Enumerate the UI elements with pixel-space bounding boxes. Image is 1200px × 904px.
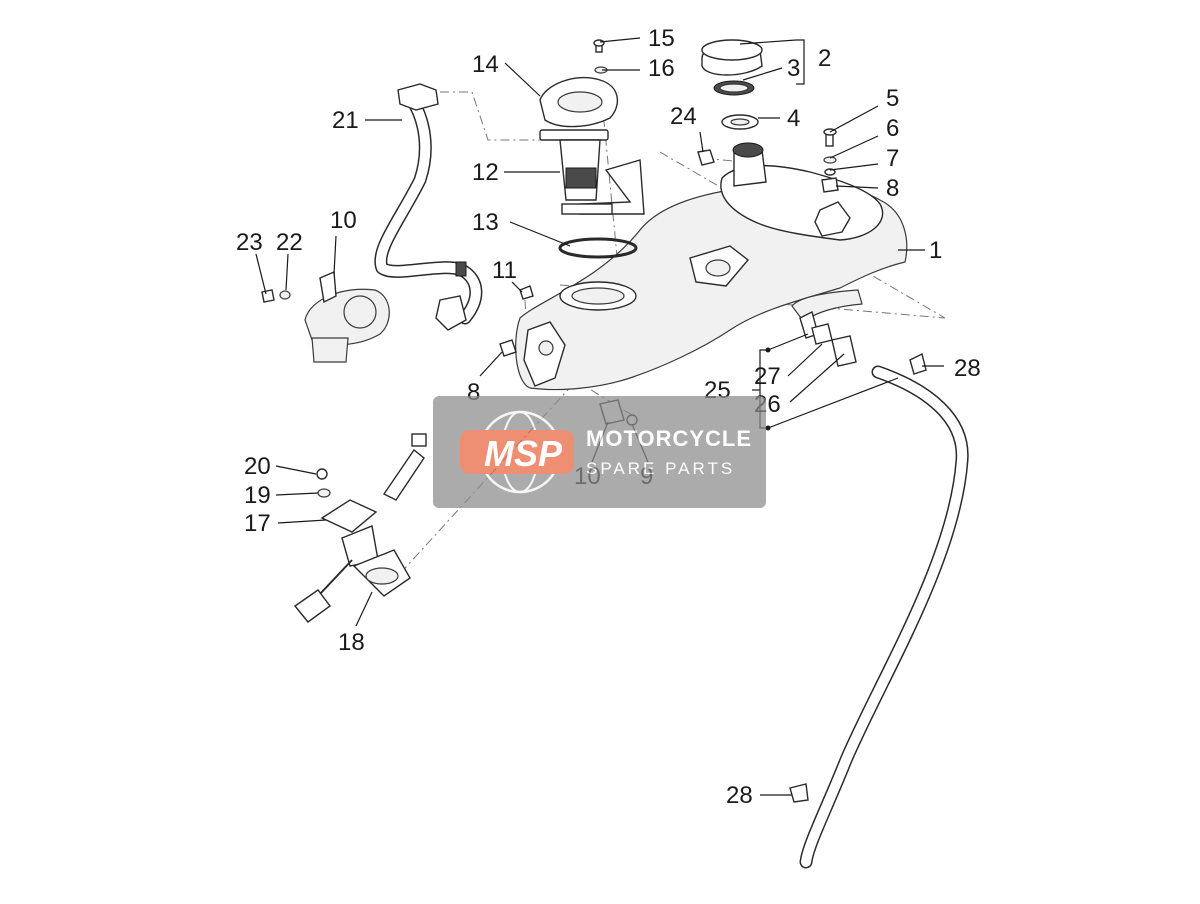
label-2: 2 (818, 45, 831, 72)
label-23: 23 (236, 229, 263, 256)
watermark-line1: MOTORCYCLE (586, 426, 752, 451)
leader-lines (255, 37, 944, 796)
pump-flange (539, 76, 619, 128)
label-17: 17 (244, 510, 271, 537)
fuel-hose (374, 83, 483, 331)
label-28-bottom: 28 (726, 782, 753, 809)
fuel-pump (539, 129, 645, 215)
label-15: 15 (648, 25, 675, 52)
label-4: 4 (787, 105, 800, 132)
label-1: 1 (929, 237, 942, 264)
clip-part (499, 339, 517, 357)
fuel-tank (515, 164, 908, 391)
fuel-level-sender (293, 433, 427, 623)
label-3: 3 (787, 55, 800, 82)
o-ring (558, 237, 638, 259)
watermark: MSP MOTORCYCLE SPARE PARTS (433, 396, 766, 508)
screw-and-washers (821, 128, 839, 193)
filler-cap (701, 39, 763, 130)
label-11: 11 (492, 257, 517, 284)
label-18: 18 (338, 629, 365, 656)
label-21: 21 (332, 107, 359, 134)
label-12: 12 (472, 159, 499, 186)
label-20: 20 (244, 453, 271, 480)
watermark-logo: MSP (484, 433, 563, 474)
grommet-part (697, 149, 715, 166)
filler-neck (732, 142, 767, 187)
label-8-right: 8 (886, 175, 899, 202)
label-7: 7 (886, 145, 899, 172)
watermark-line2: SPARE PARTS (586, 459, 735, 478)
label-19: 19 (244, 482, 271, 509)
small-clip (519, 285, 534, 300)
label-14: 14 (472, 51, 499, 78)
label-10-top: 10 (330, 207, 357, 234)
label-16: 16 (648, 55, 675, 82)
breather-hose (789, 310, 969, 869)
flange-screw (593, 39, 608, 74)
logo-badge (460, 430, 574, 474)
label-22: 22 (276, 229, 303, 256)
label-27: 27 (754, 363, 781, 390)
label-28-top: 28 (954, 355, 981, 382)
throttle-body (261, 270, 390, 363)
watermark-background (433, 396, 766, 508)
label-24: 24 (670, 103, 697, 130)
label-5: 5 (886, 85, 899, 112)
label-13: 13 (472, 209, 499, 236)
label-6: 6 (886, 115, 899, 142)
